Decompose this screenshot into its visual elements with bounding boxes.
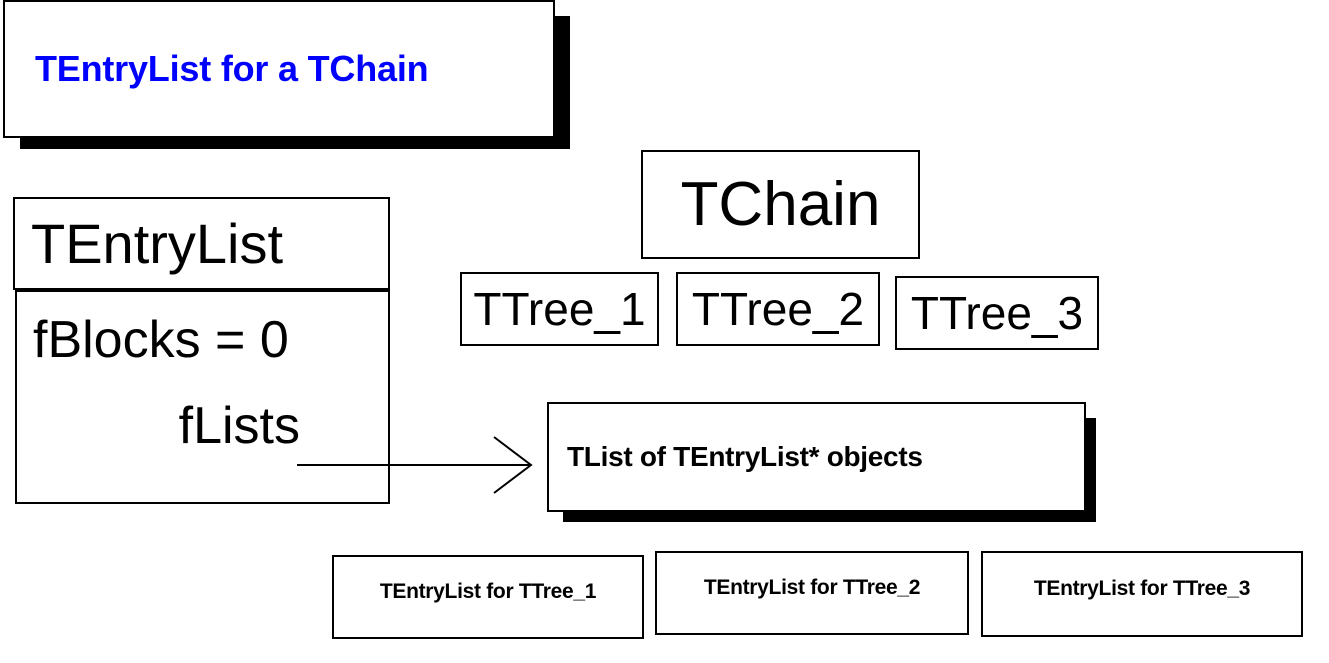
ttree-label-3: TTree_3 — [910, 287, 1084, 339]
tchain-box: TChain — [641, 150, 920, 259]
ttree-box-2: TTree_2 — [676, 272, 880, 346]
sub-entrylist-label-1: TEntryList for TTree_1 — [379, 580, 597, 603]
tlist-box: TList of TEntryList* objects — [547, 402, 1086, 512]
sub-entrylist-box-1: TEntryList for TTree_1 — [332, 555, 644, 639]
ttree-label-2: TTree_2 — [691, 283, 865, 335]
field-flists: fLists — [178, 397, 300, 455]
flists-to-tlist-arrow — [297, 436, 533, 494]
tentrylist-class-name: TEntryList — [31, 211, 284, 275]
tlist-label: TList of TEntryList* objects — [567, 441, 923, 472]
tentrylist-class-body: fBlocks = 0 fLists — [15, 290, 390, 504]
page-title: TEntryList for a TChain — [35, 48, 429, 89]
sub-entrylist-label-2: TEntryList for TTree_2 — [703, 576, 921, 599]
tchain-label: TChain — [680, 169, 881, 239]
title-box: TEntryList for a TChain — [3, 0, 555, 138]
sub-entrylist-label-3: TEntryList for TTree_3 — [1033, 577, 1251, 600]
sub-entrylist-box-3: TEntryList for TTree_3 — [981, 551, 1303, 637]
sub-entrylist-box-2: TEntryList for TTree_2 — [655, 551, 969, 635]
ttree-box-1: TTree_1 — [460, 272, 659, 346]
ttree-label-1: TTree_1 — [473, 283, 646, 335]
field-fblocks: fBlocks = 0 — [33, 311, 289, 369]
tentrylist-class-header: TEntryList — [13, 197, 390, 290]
ttree-box-3: TTree_3 — [895, 276, 1099, 350]
